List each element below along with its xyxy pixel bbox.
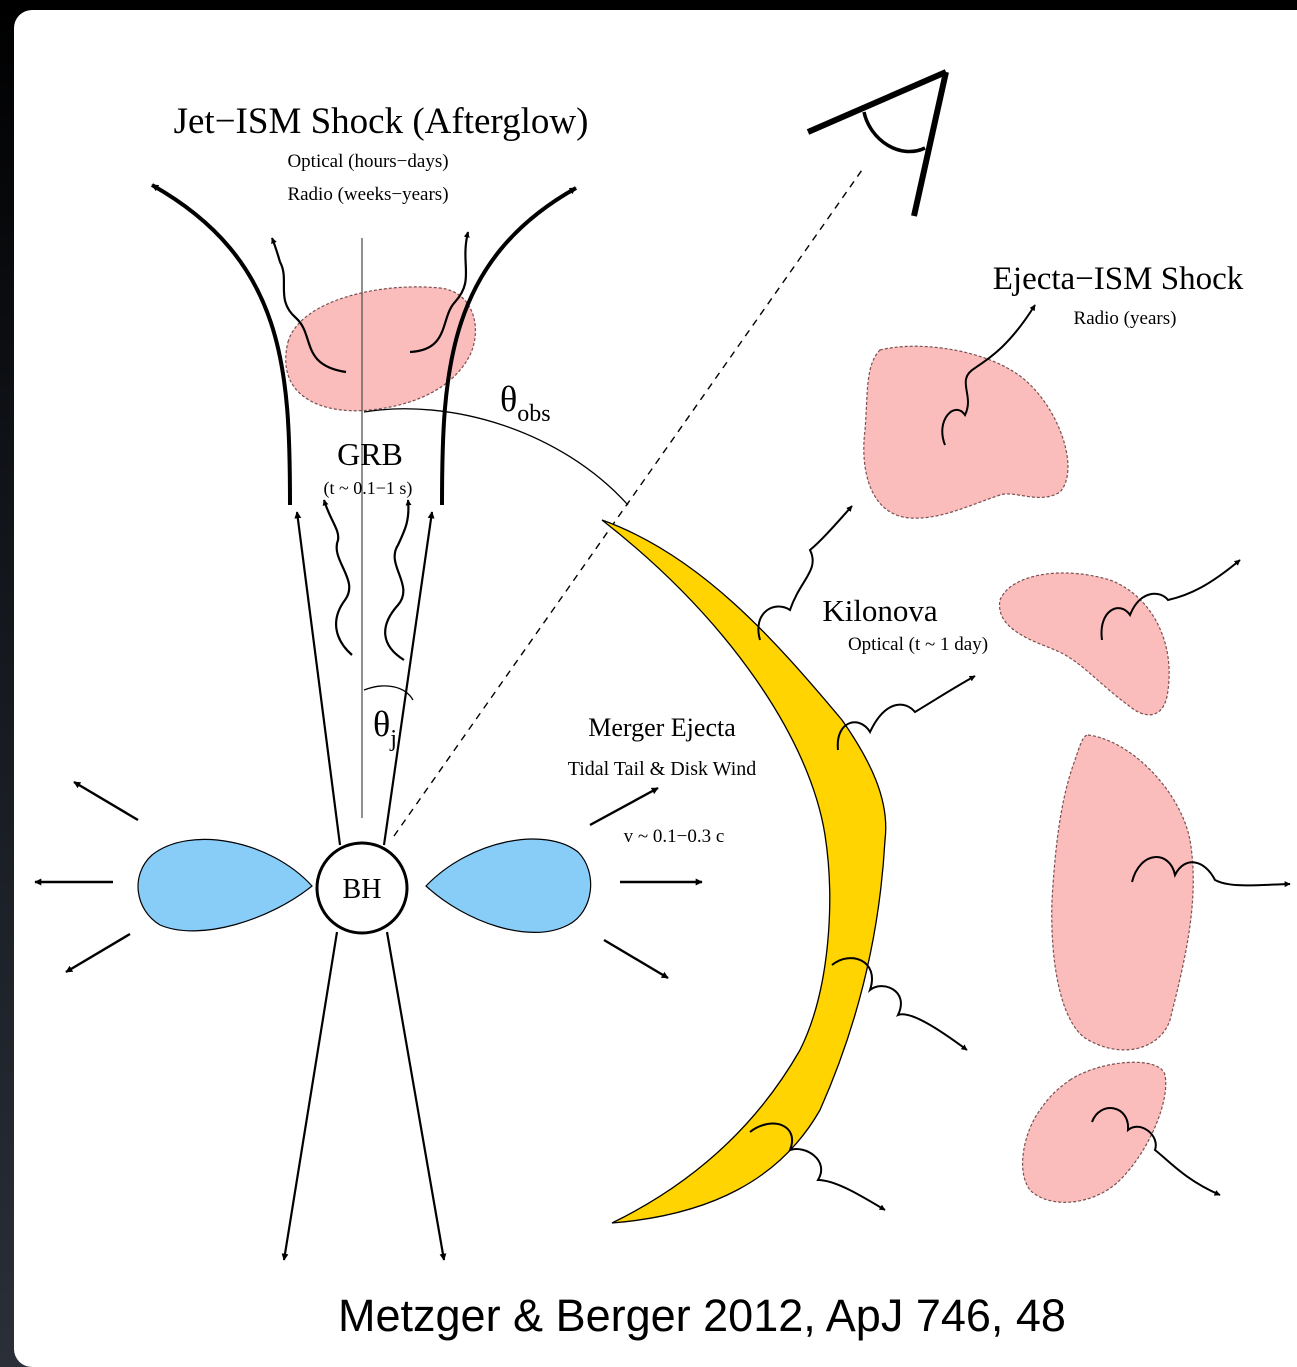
ejecta-radio-label: Radio (years)	[1074, 308, 1177, 329]
theta-obs-label: θobs	[500, 379, 551, 427]
jet-radio-label: Radio (weeks−years)	[287, 184, 448, 205]
jet-cone-left-upper	[297, 512, 340, 845]
kilonova-label: Kilonova	[822, 593, 938, 628]
accretion-disk-right	[426, 839, 591, 932]
ejecta-ism-shock-label: Ejecta−ISM Shock	[993, 261, 1244, 297]
eye-icon	[808, 72, 946, 216]
outflow-arrow-lower-right	[604, 940, 668, 978]
jet-cone-right-upper	[384, 512, 432, 845]
ejecta-shock-blob-4	[1023, 1062, 1166, 1202]
citation-text: Metzger & Berger 2012, ApJ 746, 48	[338, 1290, 1066, 1342]
ejecta-shock-blob-3	[1052, 735, 1193, 1050]
kilonova-optical-label: Optical (t ~ 1 day)	[848, 634, 988, 655]
jet-boundary-left	[152, 185, 290, 505]
jet-cone-right-lower	[387, 932, 444, 1260]
accretion-disk-left	[138, 839, 312, 930]
grb-photon-right	[385, 500, 408, 660]
jet-optical-label: Optical (hours−days)	[287, 151, 448, 172]
ejecta-shock-blob-1	[864, 346, 1068, 518]
outflow-arrow-upper-right	[590, 788, 658, 825]
velocity-label: v ~ 0.1−0.3 c	[624, 826, 725, 847]
bh-label: BH	[343, 874, 382, 905]
outflow-arrow-upper-left	[74, 782, 138, 820]
theta-j-label: θj	[373, 704, 397, 752]
grb-label: GRB	[337, 436, 403, 472]
outflow-arrow-lower-left	[66, 934, 130, 972]
tidal-tail-label: Tidal Tail & Disk Wind	[568, 758, 757, 780]
kilonova-photon-2	[838, 676, 975, 750]
merger-ejecta-label: Merger Ejecta	[588, 713, 736, 742]
ejecta-shock-blob-2	[1000, 573, 1170, 715]
grb-time-label: (t ~ 0.1−1 s)	[324, 478, 413, 499]
jet-ism-shock-label: Jet−ISM Shock (Afterglow)	[174, 101, 589, 142]
grb-photon-left	[324, 500, 352, 655]
jet-cone-left-lower	[284, 932, 337, 1260]
